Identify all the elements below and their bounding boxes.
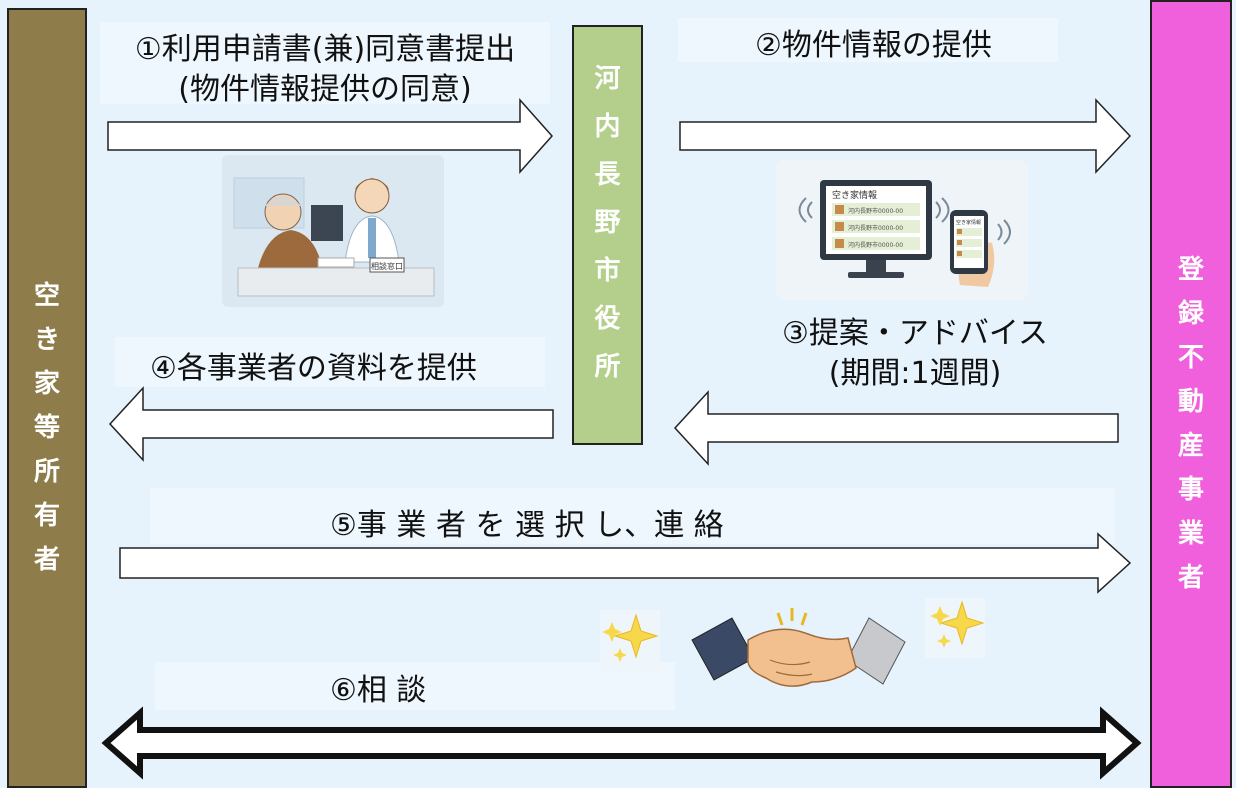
agency-char: 登 <box>1177 255 1204 285</box>
agency-char: 業 <box>1177 519 1204 549</box>
step1-arrow <box>107 98 554 174</box>
sparkle-icon <box>600 610 660 670</box>
monitor-row-3: 河内長野市0000-00 <box>848 241 903 249</box>
monitor-title: 空き家情報 <box>832 189 877 201</box>
monitor-row-2: 河内長野市0000-00 <box>848 224 903 232</box>
step6-label: ⑥相 談 <box>330 673 427 708</box>
step6-double-arrow <box>101 706 1142 780</box>
step1-label-line1: ①利用申請書(兼)同意書提出 <box>134 32 516 67</box>
owner-char: 等 <box>33 413 60 443</box>
step4-label: ④各事業者の資料を提供 <box>150 351 477 386</box>
owner-char: 家 <box>33 369 60 399</box>
agency-char: 録 <box>1177 299 1204 329</box>
step4-arrow <box>108 386 554 462</box>
owner-char: き <box>33 325 60 355</box>
step1-label-line2: (物件情報提供の同意) <box>178 72 472 107</box>
city-char: 長 <box>594 160 621 190</box>
step3-label-line1: ③提案・アドバイス <box>782 316 1048 351</box>
step4-label-box <box>115 337 545 387</box>
owner-bar: 空 き 家 等 所 有 者 <box>7 8 87 788</box>
monitor-row-1: 河内長野市0000-00 <box>848 207 903 215</box>
agency-char: 産 <box>1177 431 1204 461</box>
agency-char: 動 <box>1177 387 1204 417</box>
agency-char: 不 <box>1177 343 1204 373</box>
agency-char: 事 <box>1177 475 1204 505</box>
city-char: 所 <box>594 352 621 382</box>
step2-arrow <box>679 98 1132 174</box>
step3-arrow <box>673 390 1119 466</box>
step3-label-line2: (期間:1週間) <box>828 356 1002 391</box>
sparkle-icon <box>925 598 985 658</box>
city-char: 内 <box>594 112 621 142</box>
handshake-icon <box>691 617 906 687</box>
step1-label-box <box>100 22 550 104</box>
city-char: 野 <box>594 208 621 238</box>
city-char: 河 <box>594 64 621 94</box>
step6-label-box <box>155 662 675 710</box>
phone-title: 空き家情報 <box>956 219 981 226</box>
owner-char: 者 <box>33 545 60 575</box>
step5-label-box <box>150 488 1115 544</box>
step5-label: ⑤事 業 者 を 選 択 し、連 絡 <box>330 508 724 543</box>
city-hall-bar: 河 内 長 野 市 役 所 <box>572 25 643 445</box>
owner-char: 空 <box>33 281 60 311</box>
owner-char: 所 <box>33 457 60 487</box>
owner-char: 有 <box>33 501 60 531</box>
step5-arrow <box>119 532 1132 594</box>
city-char: 市 <box>594 256 621 286</box>
step2-label: ②物件情報の提供 <box>755 28 992 63</box>
city-char: 役 <box>594 304 621 334</box>
agency-char: 者 <box>1177 563 1204 593</box>
step2-label-box <box>678 18 1058 62</box>
counter-sign-text: 相談窓口 <box>371 261 403 271</box>
real-estate-agency-bar: 登 録 不 動 産 事 業 者 <box>1150 0 1232 788</box>
